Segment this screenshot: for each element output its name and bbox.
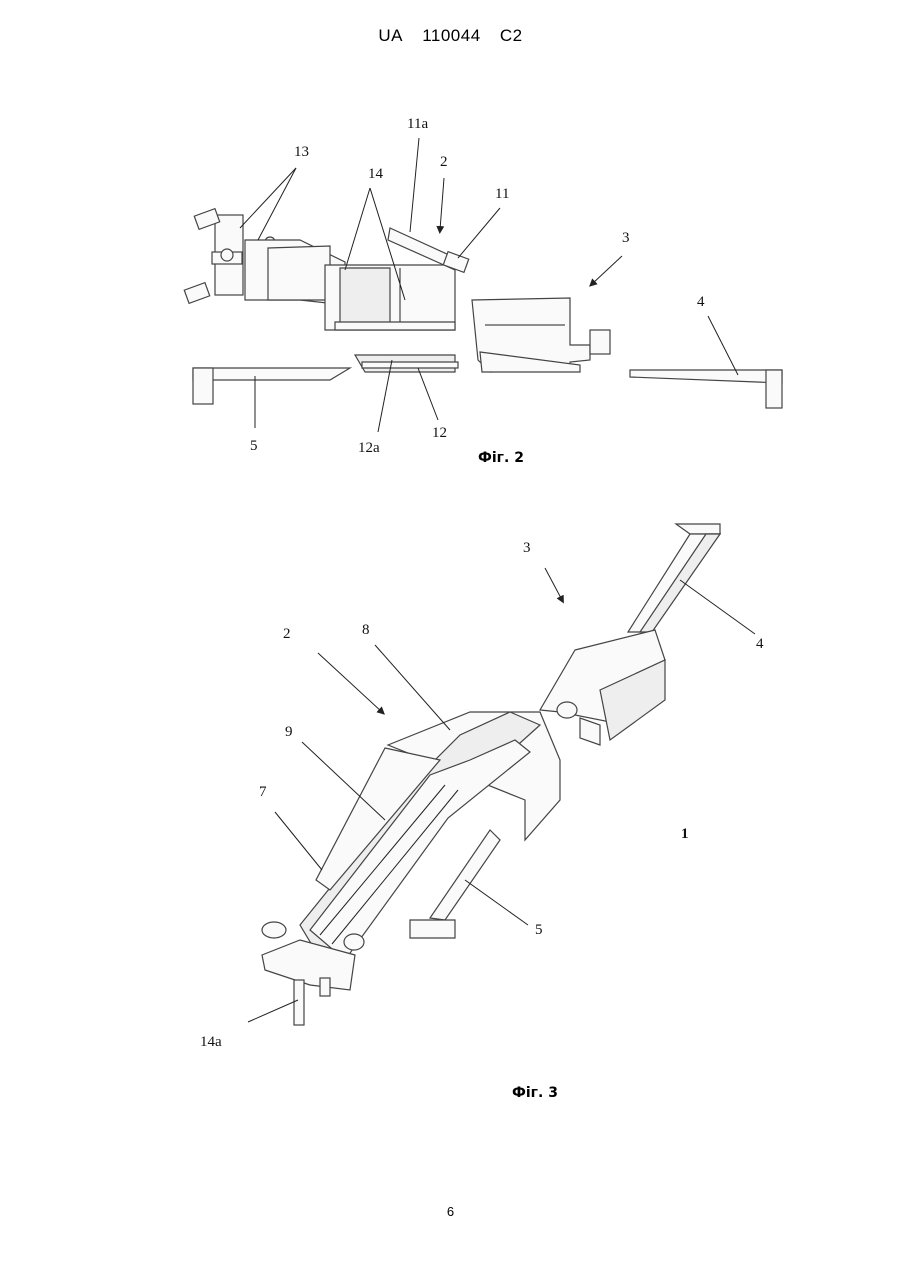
fig3-label-9: 9 — [285, 724, 293, 740]
figure-3-caption: Фіг. 3 — [512, 1085, 558, 1101]
fig2-left-clamp — [184, 209, 345, 305]
fig2-label-3: 3 — [622, 230, 630, 246]
fig2-label-13: 13 — [294, 144, 309, 160]
fig2-label-4: 4 — [697, 294, 705, 310]
fig2-right-module — [472, 298, 610, 372]
fig2-housing — [325, 228, 469, 372]
fig3-label-2: 2 — [283, 626, 291, 642]
fig2-label-11a: 11a — [407, 116, 428, 132]
fig3-label-5: 5 — [535, 922, 543, 938]
fig2-label-12a: 12a — [358, 440, 380, 456]
fig2-label-5: 5 — [250, 438, 258, 454]
fig2-label-12: 12 — [432, 425, 447, 441]
fig3-label-8: 8 — [362, 622, 370, 638]
fig3-rail-4 — [628, 524, 720, 632]
fig3-label-4: 4 — [756, 636, 764, 652]
figure-2-drawing: 13 14 11a 2 11 3 4 5 12a 12 — [0, 0, 901, 480]
fig2-label-11: 11 — [495, 186, 509, 202]
figure-2-caption: Фіг. 2 — [478, 450, 524, 466]
fig2-rail-4 — [630, 370, 782, 408]
fig2-label-2: 2 — [440, 154, 448, 170]
fig3-label-14a: 14a — [200, 1034, 222, 1050]
fig3-label-3: 3 — [523, 540, 531, 556]
figure-3-drawing: 3 4 2 8 9 7 1 5 14a — [0, 490, 901, 1090]
fig2-rail-5 — [193, 368, 350, 404]
fig2-label-14: 14 — [368, 166, 384, 182]
fig3-module — [540, 630, 665, 745]
fig3-label-1: 1 — [681, 826, 689, 842]
page-number: 6 — [0, 1204, 901, 1219]
fig3-label-7: 7 — [259, 784, 267, 800]
